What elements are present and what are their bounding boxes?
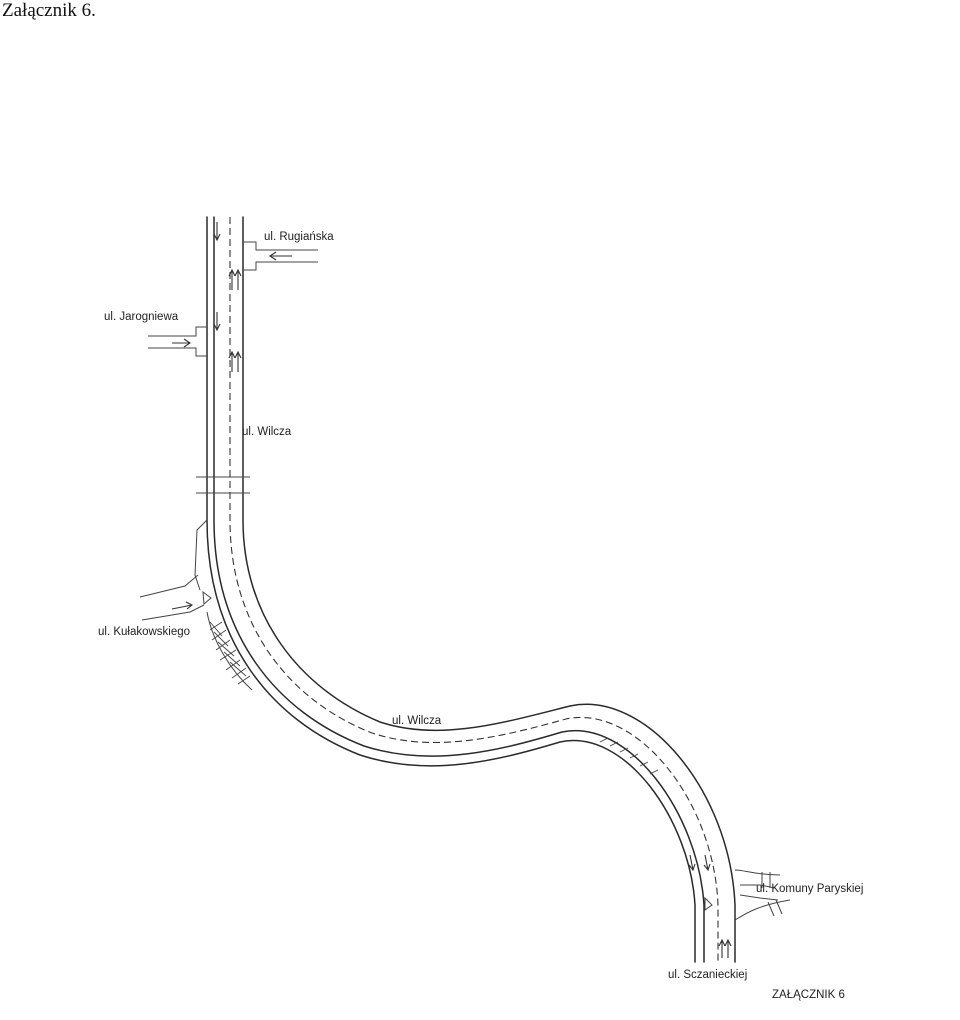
label-ul-rugianska: ul. Rugiańska: [264, 231, 334, 243]
komuny-paryskiej-crossing-4: [775, 899, 783, 915]
komuny-paryskiej-road-top-edge: [734, 869, 781, 876]
hatched-area: [209, 621, 251, 685]
lane-arrow-south-1: [213, 222, 221, 242]
wilcza-lane-line: [229, 217, 719, 962]
label-ul-wilcza-north: ul. Wilcza: [242, 426, 292, 438]
label-ul-wilcza-south: ul. Wilcza: [392, 715, 442, 727]
jarogniewa-arrow: [172, 338, 191, 348]
document-title: Załącznik 6.: [2, 0, 96, 21]
lane-arrow-south-4: [703, 854, 711, 872]
kulakowskiego-arrow: [171, 601, 194, 610]
lane-arrow-north-4: [234, 350, 242, 372]
annex-stamp: ZAŁĄCZNIK 6: [772, 989, 845, 1001]
kulakowskiego-island: [194, 519, 208, 591]
label-ul-sczanieckiej: ul. Sczanieckiej: [668, 969, 747, 981]
wilcza-road-edge-inner: [242, 216, 736, 963]
wilcza-road-edge-outer: [206, 216, 696, 963]
rugianska-road-top-edge: [243, 241, 318, 251]
label-ul-komuny-paryskiej: ul. Komuny Paryskiej: [756, 883, 863, 895]
lane-arrow-south-3: [688, 854, 696, 872]
lane-arrow-north-1: [228, 268, 236, 290]
lane-arrow-north-6: [724, 938, 732, 958]
komuny-paryskiej-road-bottom-edge: [734, 899, 791, 921]
kulakowskiego-road-top-edge: [139, 574, 199, 598]
kulakowskiego-triangle: [202, 590, 212, 606]
lane-arrow-north-5: [718, 938, 726, 958]
southern-hatch: [599, 737, 659, 775]
lane-arrow-north-2: [234, 268, 242, 290]
rugianska-arrow: [269, 251, 292, 261]
label-ul-kulakowskiego: ul. Kułakowskiego: [98, 626, 190, 638]
lane-arrow-south-2: [213, 312, 221, 332]
hatched-area-outline: [206, 611, 253, 691]
komuny-paryskiej-crossing-3: [767, 901, 775, 917]
label-ul-jarogniewa: ul. Jarogniewa: [104, 311, 179, 323]
lane-arrow-north-3: [228, 350, 236, 372]
jarogniewa-road-top-edge: [148, 326, 207, 337]
rugianska-road-bottom-edge: [243, 261, 318, 271]
kulakowskiego-road-bottom-edge: [141, 604, 205, 621]
jarogniewa-road-bottom-edge: [148, 347, 207, 357]
wilcza-road-edge-middle: [213, 216, 705, 963]
sczanieckiej-triangle: [704, 896, 713, 911]
